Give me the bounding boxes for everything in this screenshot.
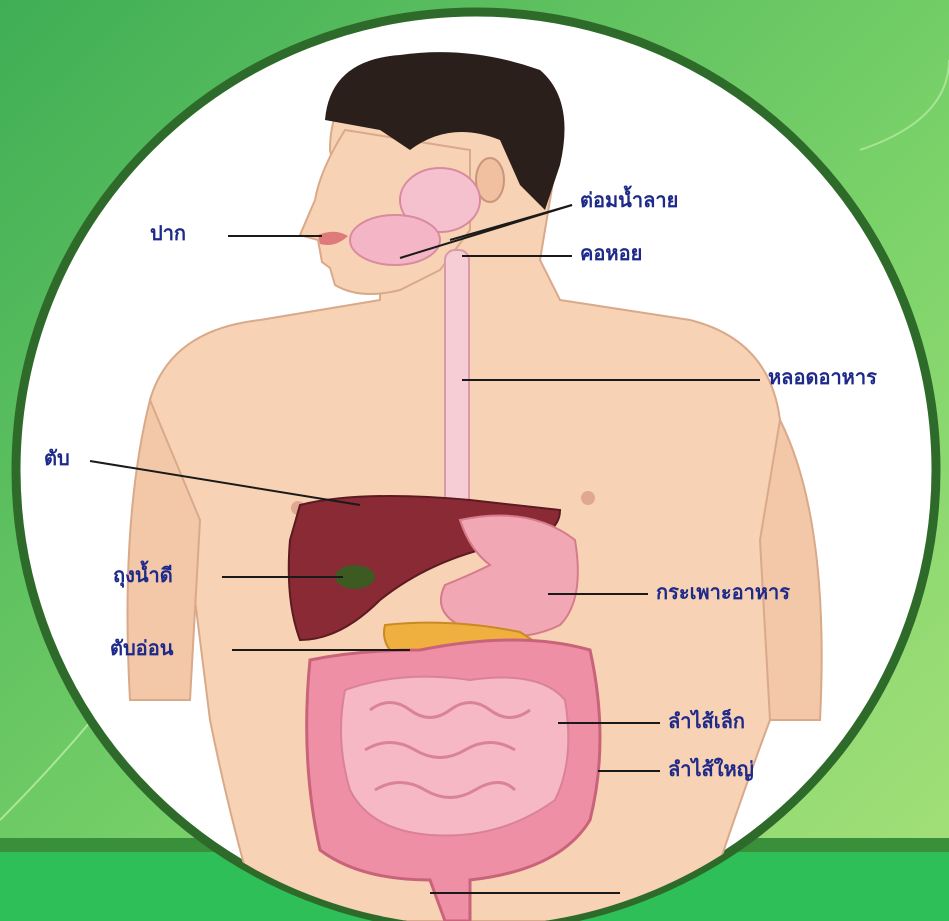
label-pancreas: ตับอ่อน [110, 638, 173, 658]
label-esophagus: หลอดอาหาร [768, 367, 877, 387]
label-gallbladder: ถุงน้ำดี [113, 565, 173, 585]
label-small-intestine: ลำไส้เล็ก [668, 711, 745, 731]
esophagus [445, 250, 469, 515]
label-mouth: ปาก [150, 223, 186, 243]
label-salivary-gland: ต่อมน้ำลาย [580, 190, 678, 210]
label-stomach: กระเพาะอาหาร [656, 582, 790, 602]
mouth-cavity [350, 215, 440, 265]
label-throat: คอหอย [580, 243, 642, 263]
label-liver: ตับ [44, 448, 70, 468]
nipple [581, 491, 595, 505]
label-large-intestine: ลำไส้ใหญ่ [668, 759, 754, 779]
